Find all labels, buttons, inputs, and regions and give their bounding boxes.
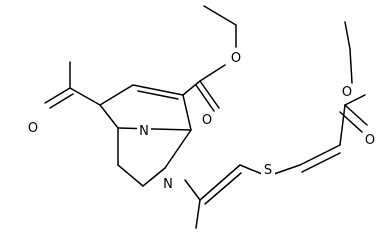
bond [349, 48, 353, 84]
bond [132, 84, 184, 96]
label-background [137, 123, 151, 139]
label-background [363, 132, 377, 148]
bond [199, 80, 220, 109]
bond [195, 84, 215, 112]
label-background [229, 50, 243, 66]
oxygen-ester2-carbonyl-label: O [365, 133, 375, 148]
oxygen-ester1-ether-label: O [231, 51, 241, 66]
sulfur-label: S [264, 163, 272, 178]
bond [49, 93, 74, 109]
label-background [200, 112, 214, 128]
bond [299, 144, 341, 166]
bond [99, 104, 119, 129]
bond [203, 5, 237, 26]
bond [199, 64, 226, 82]
bond [239, 164, 263, 175]
bond [195, 199, 201, 229]
bond [184, 179, 201, 201]
bond [204, 172, 242, 205]
label-background [261, 162, 275, 178]
oxygen-ketone-label: O [28, 121, 38, 136]
bond [142, 167, 166, 187]
bond [99, 84, 134, 106]
bond [182, 94, 192, 131]
bond [344, 21, 351, 50]
bond [182, 80, 201, 96]
nitrogen-ring-label: N [163, 177, 173, 192]
bond [339, 111, 363, 133]
bond [344, 104, 368, 126]
bond [339, 104, 346, 146]
bond [137, 90, 179, 100]
label-background [161, 176, 175, 192]
label-background [26, 120, 40, 136]
bond [69, 87, 101, 106]
bond [117, 164, 144, 187]
atom-labels: O N N O O S O O [26, 50, 377, 192]
bond-lines [44, 5, 368, 229]
bond [164, 129, 192, 169]
bond [44, 87, 71, 104]
bond [117, 127, 192, 131]
bond [301, 152, 341, 173]
nitrogen-bridgehead-label: N [139, 124, 149, 139]
label-background [340, 84, 354, 100]
bond [273, 164, 301, 175]
oxygen-ester1-carbonyl-label: O [202, 113, 212, 128]
bond [344, 94, 366, 106]
bond [199, 164, 241, 201]
oxygen-ester2-ether-label: O [342, 85, 352, 100]
